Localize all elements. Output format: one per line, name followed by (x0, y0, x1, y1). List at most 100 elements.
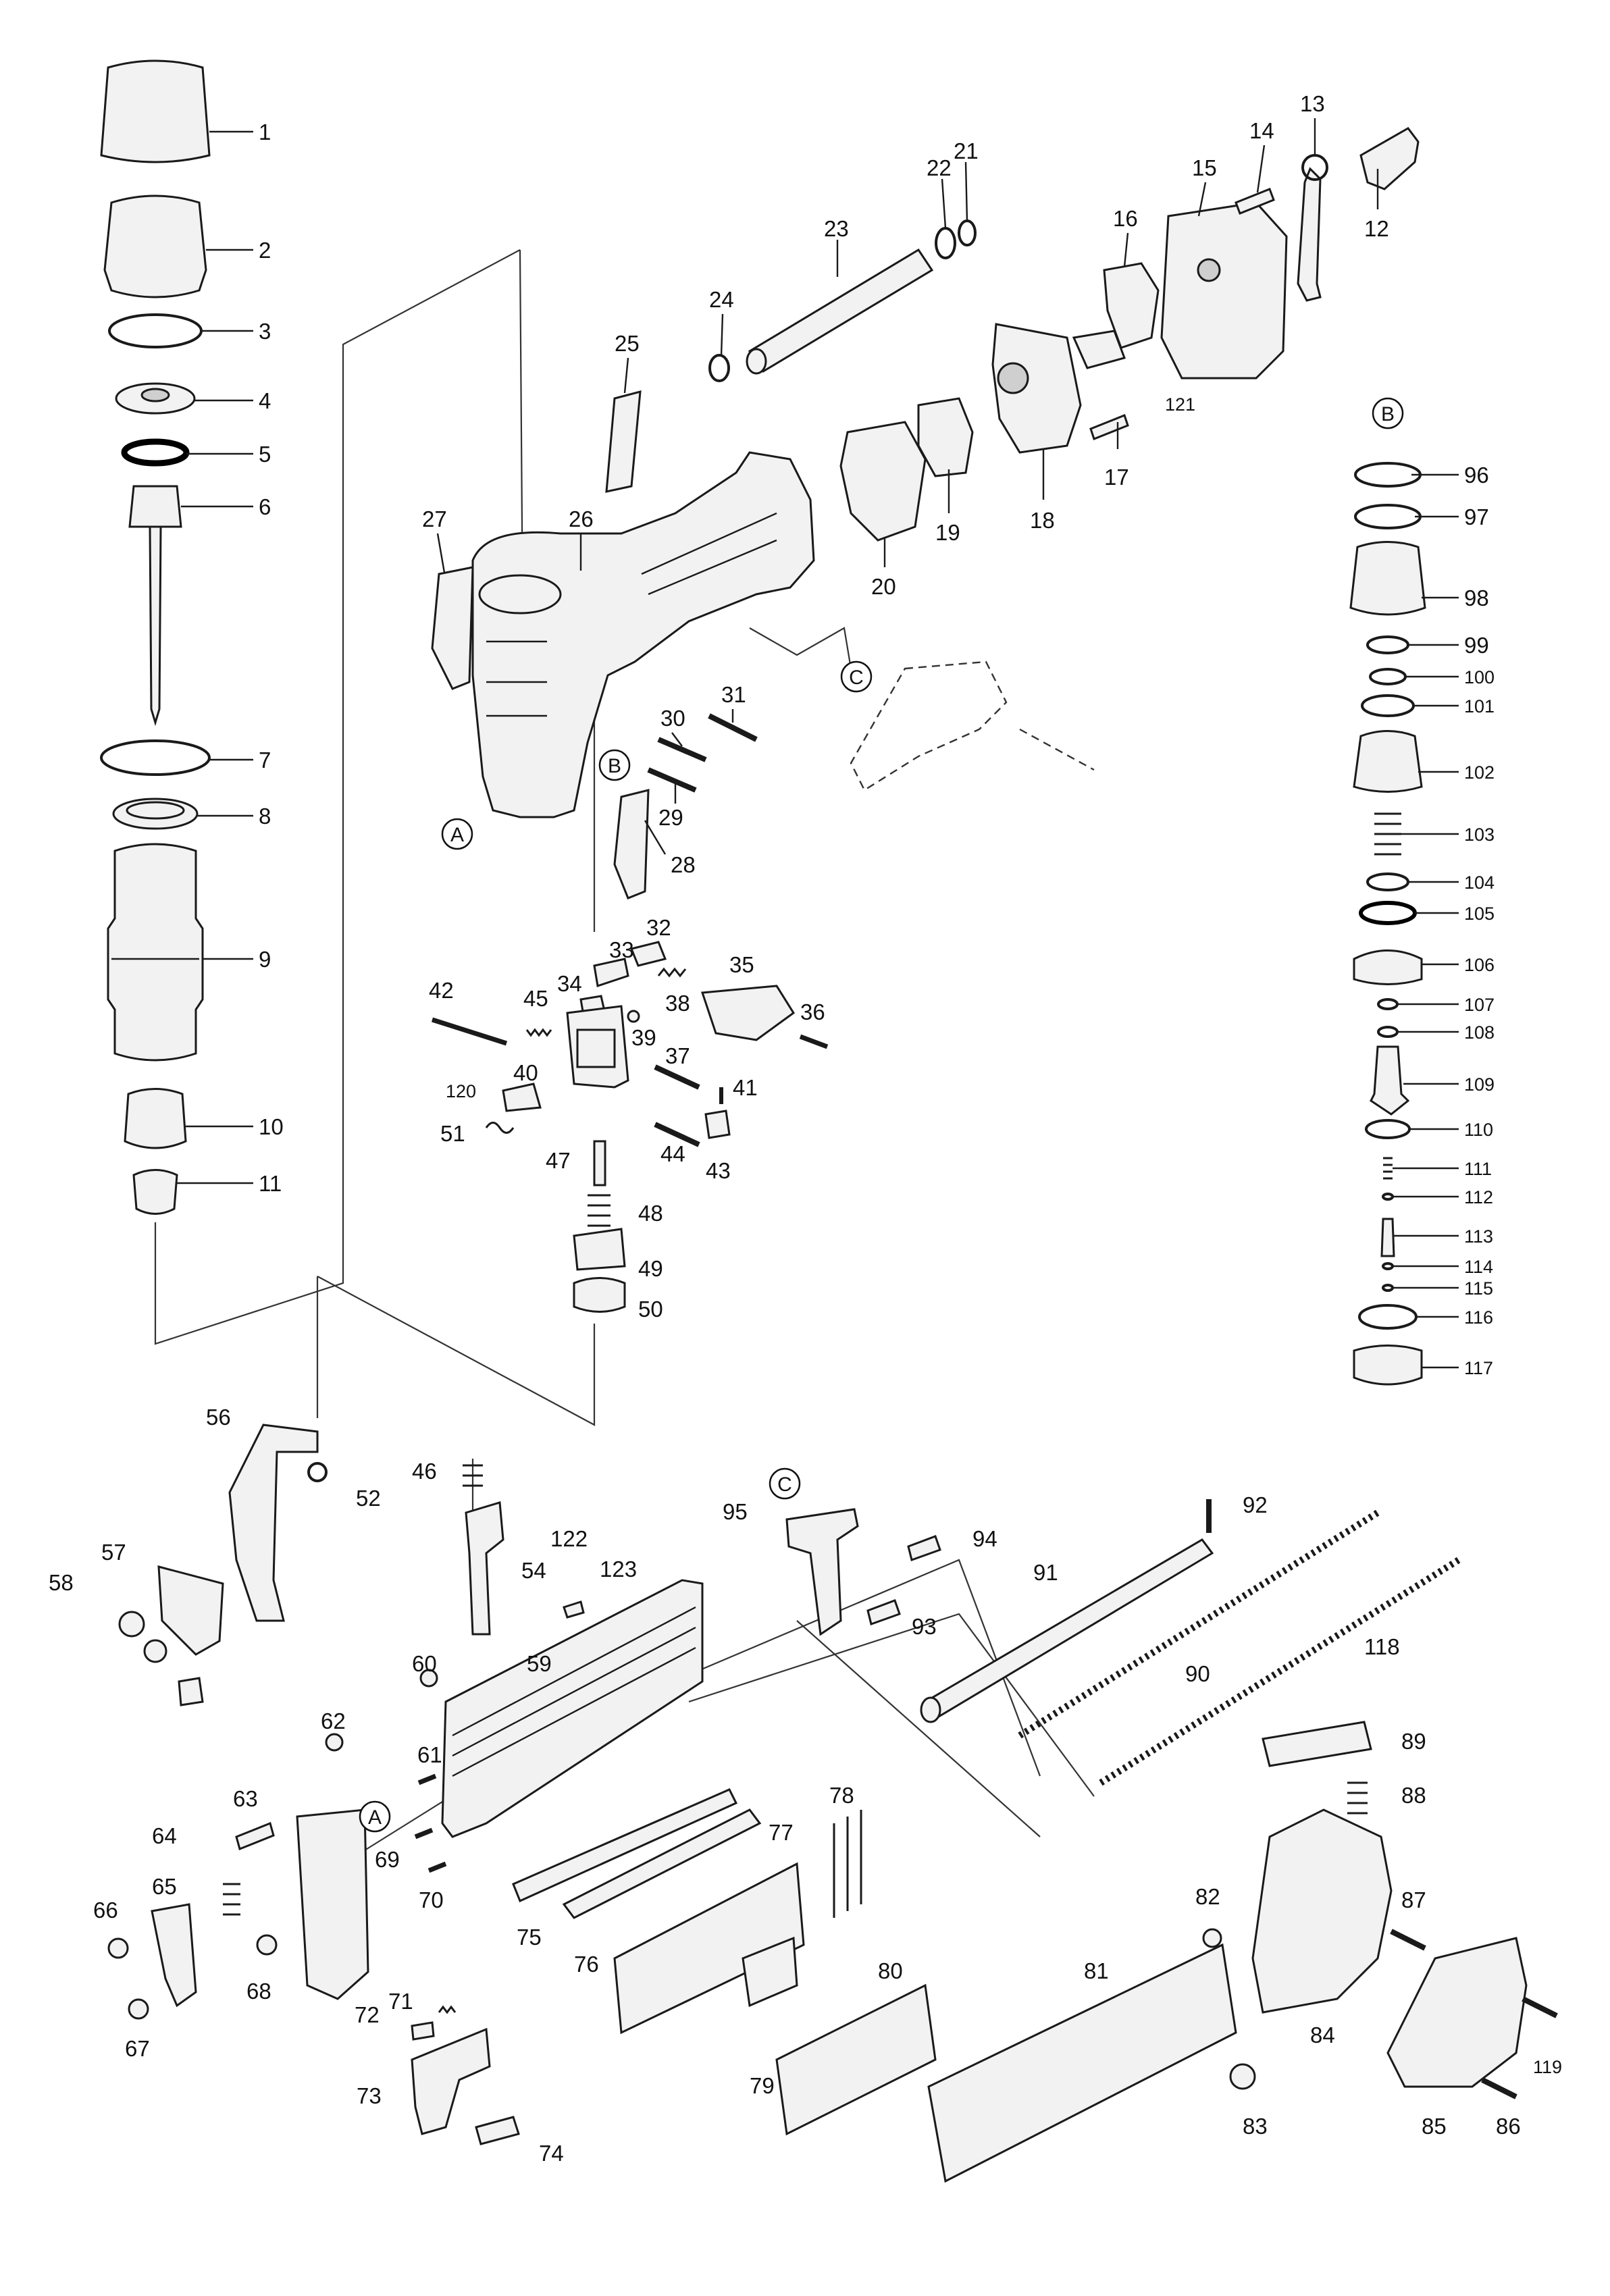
label-17: 17 (1104, 465, 1129, 490)
part-79-clip (742, 1936, 798, 2008)
part-30-pin (657, 737, 707, 762)
part-80-cover (775, 1983, 937, 2136)
label-39: 39 (631, 1025, 656, 1050)
part-120-spring-clip (502, 1082, 542, 1112)
part-37-pin (654, 1064, 700, 1090)
part-59-magazine-rail (441, 1579, 704, 1838)
part-76-guide (562, 1808, 762, 1919)
part-11-small-cap (132, 1169, 178, 1215)
part-48-spring (588, 1194, 611, 1227)
part-119-pin (1522, 1996, 1558, 2018)
label-34: 34 (557, 971, 582, 996)
part-38-spring (657, 967, 687, 978)
label-12: 12 (1364, 216, 1389, 241)
label-105: 105 (1464, 904, 1495, 924)
label-112: 112 (1464, 1187, 1493, 1207)
part-71-spring (438, 2005, 457, 2014)
part-63-nose (296, 1808, 369, 2000)
label-80: 80 (878, 1958, 903, 1983)
part-105-ring (1359, 901, 1417, 925)
part-73-pusher (411, 2027, 491, 2135)
label-32: 32 (646, 915, 671, 940)
label-118: 118 (1364, 1634, 1400, 1659)
label-106: 106 (1464, 955, 1495, 975)
label-30: 30 (660, 706, 685, 731)
callout-a-magazine: A (359, 1800, 391, 1833)
label-31: 31 (721, 682, 746, 707)
label-23: 23 (824, 216, 849, 241)
part-70-pin (427, 1861, 447, 1873)
label-86: 86 (1496, 2114, 1521, 2139)
label-7: 7 (259, 748, 271, 773)
part-67-screw (128, 1998, 149, 2020)
part-113-pin (1380, 1218, 1395, 1257)
label-25: 25 (615, 331, 640, 356)
label-44: 44 (660, 1141, 685, 1166)
label-88: 88 (1401, 1783, 1426, 1808)
label-116: 116 (1464, 1307, 1493, 1328)
label-13: 13 (1300, 91, 1325, 116)
part-115-ring (1382, 1284, 1394, 1292)
svg-text:B: B (608, 755, 621, 777)
label-77: 77 (769, 1820, 794, 1845)
label-33: 33 (609, 937, 634, 962)
top-center-parts (605, 127, 1420, 542)
part-31-pin (708, 713, 758, 742)
part-small-clip (178, 1677, 204, 1706)
label-122: 122 (550, 1526, 588, 1551)
svg-text:A: A (368, 1806, 382, 1829)
label-70: 70 (419, 1887, 444, 1912)
label-93: 93 (912, 1614, 937, 1639)
part-117-cap (1353, 1345, 1423, 1386)
label-64: 64 (152, 1823, 177, 1848)
part-107-ring (1377, 998, 1399, 1010)
part-46-spring (463, 1464, 483, 1487)
callout-c-housing: C (840, 660, 873, 693)
label-65: 65 (152, 1874, 177, 1899)
svg-text:B: B (1381, 403, 1395, 425)
part-25-strip (605, 390, 642, 493)
part-90-spring (1018, 1509, 1380, 1739)
part-110-ring (1365, 1119, 1411, 1139)
label-114: 114 (1464, 1257, 1493, 1277)
svg-text:C: C (849, 667, 864, 689)
label-21: 21 (954, 138, 979, 163)
callout-c-magazine: C (769, 1467, 801, 1500)
part-58-screw (118, 1611, 145, 1638)
label-74: 74 (539, 2141, 564, 2166)
part-108-ring (1377, 1026, 1399, 1038)
label-35: 35 (729, 952, 754, 977)
part-102-valve-body (1353, 730, 1423, 793)
part-111-spring (1383, 1157, 1393, 1180)
label-68: 68 (246, 1979, 271, 2004)
label-69: 69 (375, 1847, 400, 1872)
label-11: 11 (259, 1171, 282, 1196)
label-71: 71 (388, 1989, 413, 2014)
part-9-cylinder (107, 843, 204, 1062)
part-27-side-panel (431, 566, 474, 690)
label-26: 26 (569, 506, 594, 531)
label-15: 15 (1192, 155, 1217, 180)
label-92: 92 (1243, 1492, 1268, 1517)
label-56: 56 (206, 1405, 231, 1430)
part-84-nose-block (1251, 1808, 1393, 2014)
label-60: 60 (412, 1651, 437, 1676)
part-106-seat (1353, 949, 1423, 985)
part-89-plate (1262, 1721, 1372, 1767)
label-14: 14 (1249, 118, 1274, 143)
label-29: 29 (658, 805, 683, 830)
part-98-sleeve (1349, 541, 1426, 616)
left-column-parts (100, 59, 211, 1215)
label-54: 54 (521, 1558, 546, 1583)
part-20-gasket (839, 421, 927, 542)
label-36: 36 (800, 999, 825, 1024)
label-84: 84 (1310, 2023, 1335, 2047)
part-66-screw (107, 1937, 129, 1959)
part-68-screw (256, 1934, 278, 1956)
label-94: 94 (972, 1526, 997, 1551)
label-4: 4 (259, 388, 271, 413)
part-35-cover (700, 985, 796, 1041)
part-23-tube (748, 248, 934, 373)
part-43-cam (704, 1110, 731, 1139)
part-109-stem (1370, 1045, 1410, 1116)
